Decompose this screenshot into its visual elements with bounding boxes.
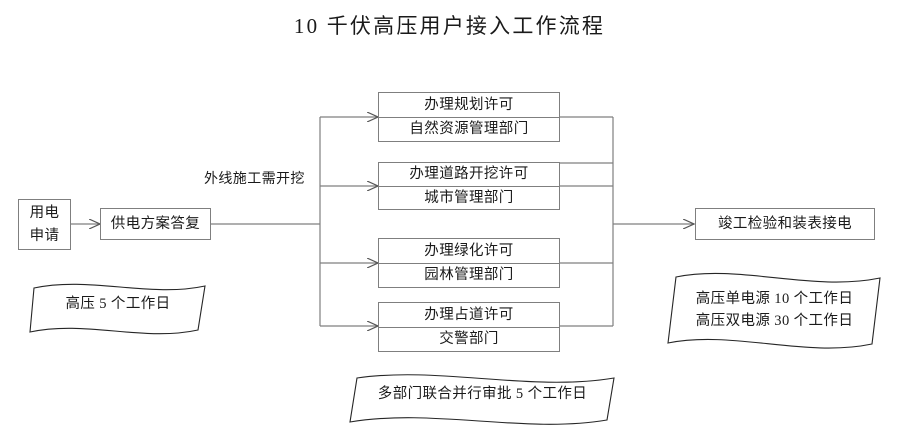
ribbon-bottom-line-1: 多部门联合并行审批 5 个工作日 xyxy=(377,385,588,402)
node-completion-line-1: 竣工检验和装表接电 xyxy=(717,215,853,232)
node-permit-occupy-title: 办理占道许可 xyxy=(379,304,559,328)
node-permit-occupy[interactable]: 办理占道许可 交警部门 xyxy=(378,302,560,352)
node-permit-green-dept: 园林管理部门 xyxy=(424,266,514,283)
ribbon-right-shape xyxy=(667,272,881,349)
ribbon-left-line-1: 高压 5 个工作日 xyxy=(65,295,171,312)
node-permit-planning[interactable]: 办理规划许可 自然资源管理部门 xyxy=(378,92,560,142)
node-permit-planning-title: 办理规划许可 xyxy=(379,94,559,118)
node-permit-planning-dept: 自然资源管理部门 xyxy=(409,120,529,137)
node-permit-green-title: 办理绿化许可 xyxy=(379,240,559,264)
node-permit-road-dept: 城市管理部门 xyxy=(424,189,514,206)
node-apply[interactable]: 用电 申请 xyxy=(18,199,71,250)
node-permit-occupy-dept: 交警部门 xyxy=(439,330,499,347)
ribbon-right-line-2: 高压双电源 30 个工作日 xyxy=(695,313,854,329)
ribbon-bottom: 多部门联合并行审批 5 个工作日 xyxy=(350,366,615,423)
ribbon-right: 高压单电源 10 个工作日 高压双电源 30 个工作日 xyxy=(668,264,881,358)
node-permit-road-title: 办理道路开挖许可 xyxy=(379,163,559,187)
node-plan-reply-line-1: 供电方案答复 xyxy=(110,215,201,232)
ribbon-bottom-shape xyxy=(349,374,615,425)
ribbon-right-line-1: 高压单电源 10 个工作日 xyxy=(695,291,854,308)
page-title: 10 千伏高压用户接入工作流程 xyxy=(293,14,606,38)
edge-label-excavation-required: 外线施工需开挖 xyxy=(204,172,305,187)
node-permit-road[interactable]: 办理道路开挖许可 城市管理部门 xyxy=(378,162,560,210)
node-completion[interactable]: 竣工检验和装表接电 xyxy=(695,208,875,240)
ribbon-left-shape xyxy=(29,283,206,335)
node-apply-line-2: 申请 xyxy=(29,227,60,244)
ribbon-left: 高压 5 个工作日 xyxy=(30,276,206,333)
node-plan-reply[interactable]: 供电方案答复 xyxy=(100,208,211,240)
node-apply-line-1: 用电 xyxy=(29,205,60,222)
node-permit-green[interactable]: 办理绿化许可 园林管理部门 xyxy=(378,238,560,288)
